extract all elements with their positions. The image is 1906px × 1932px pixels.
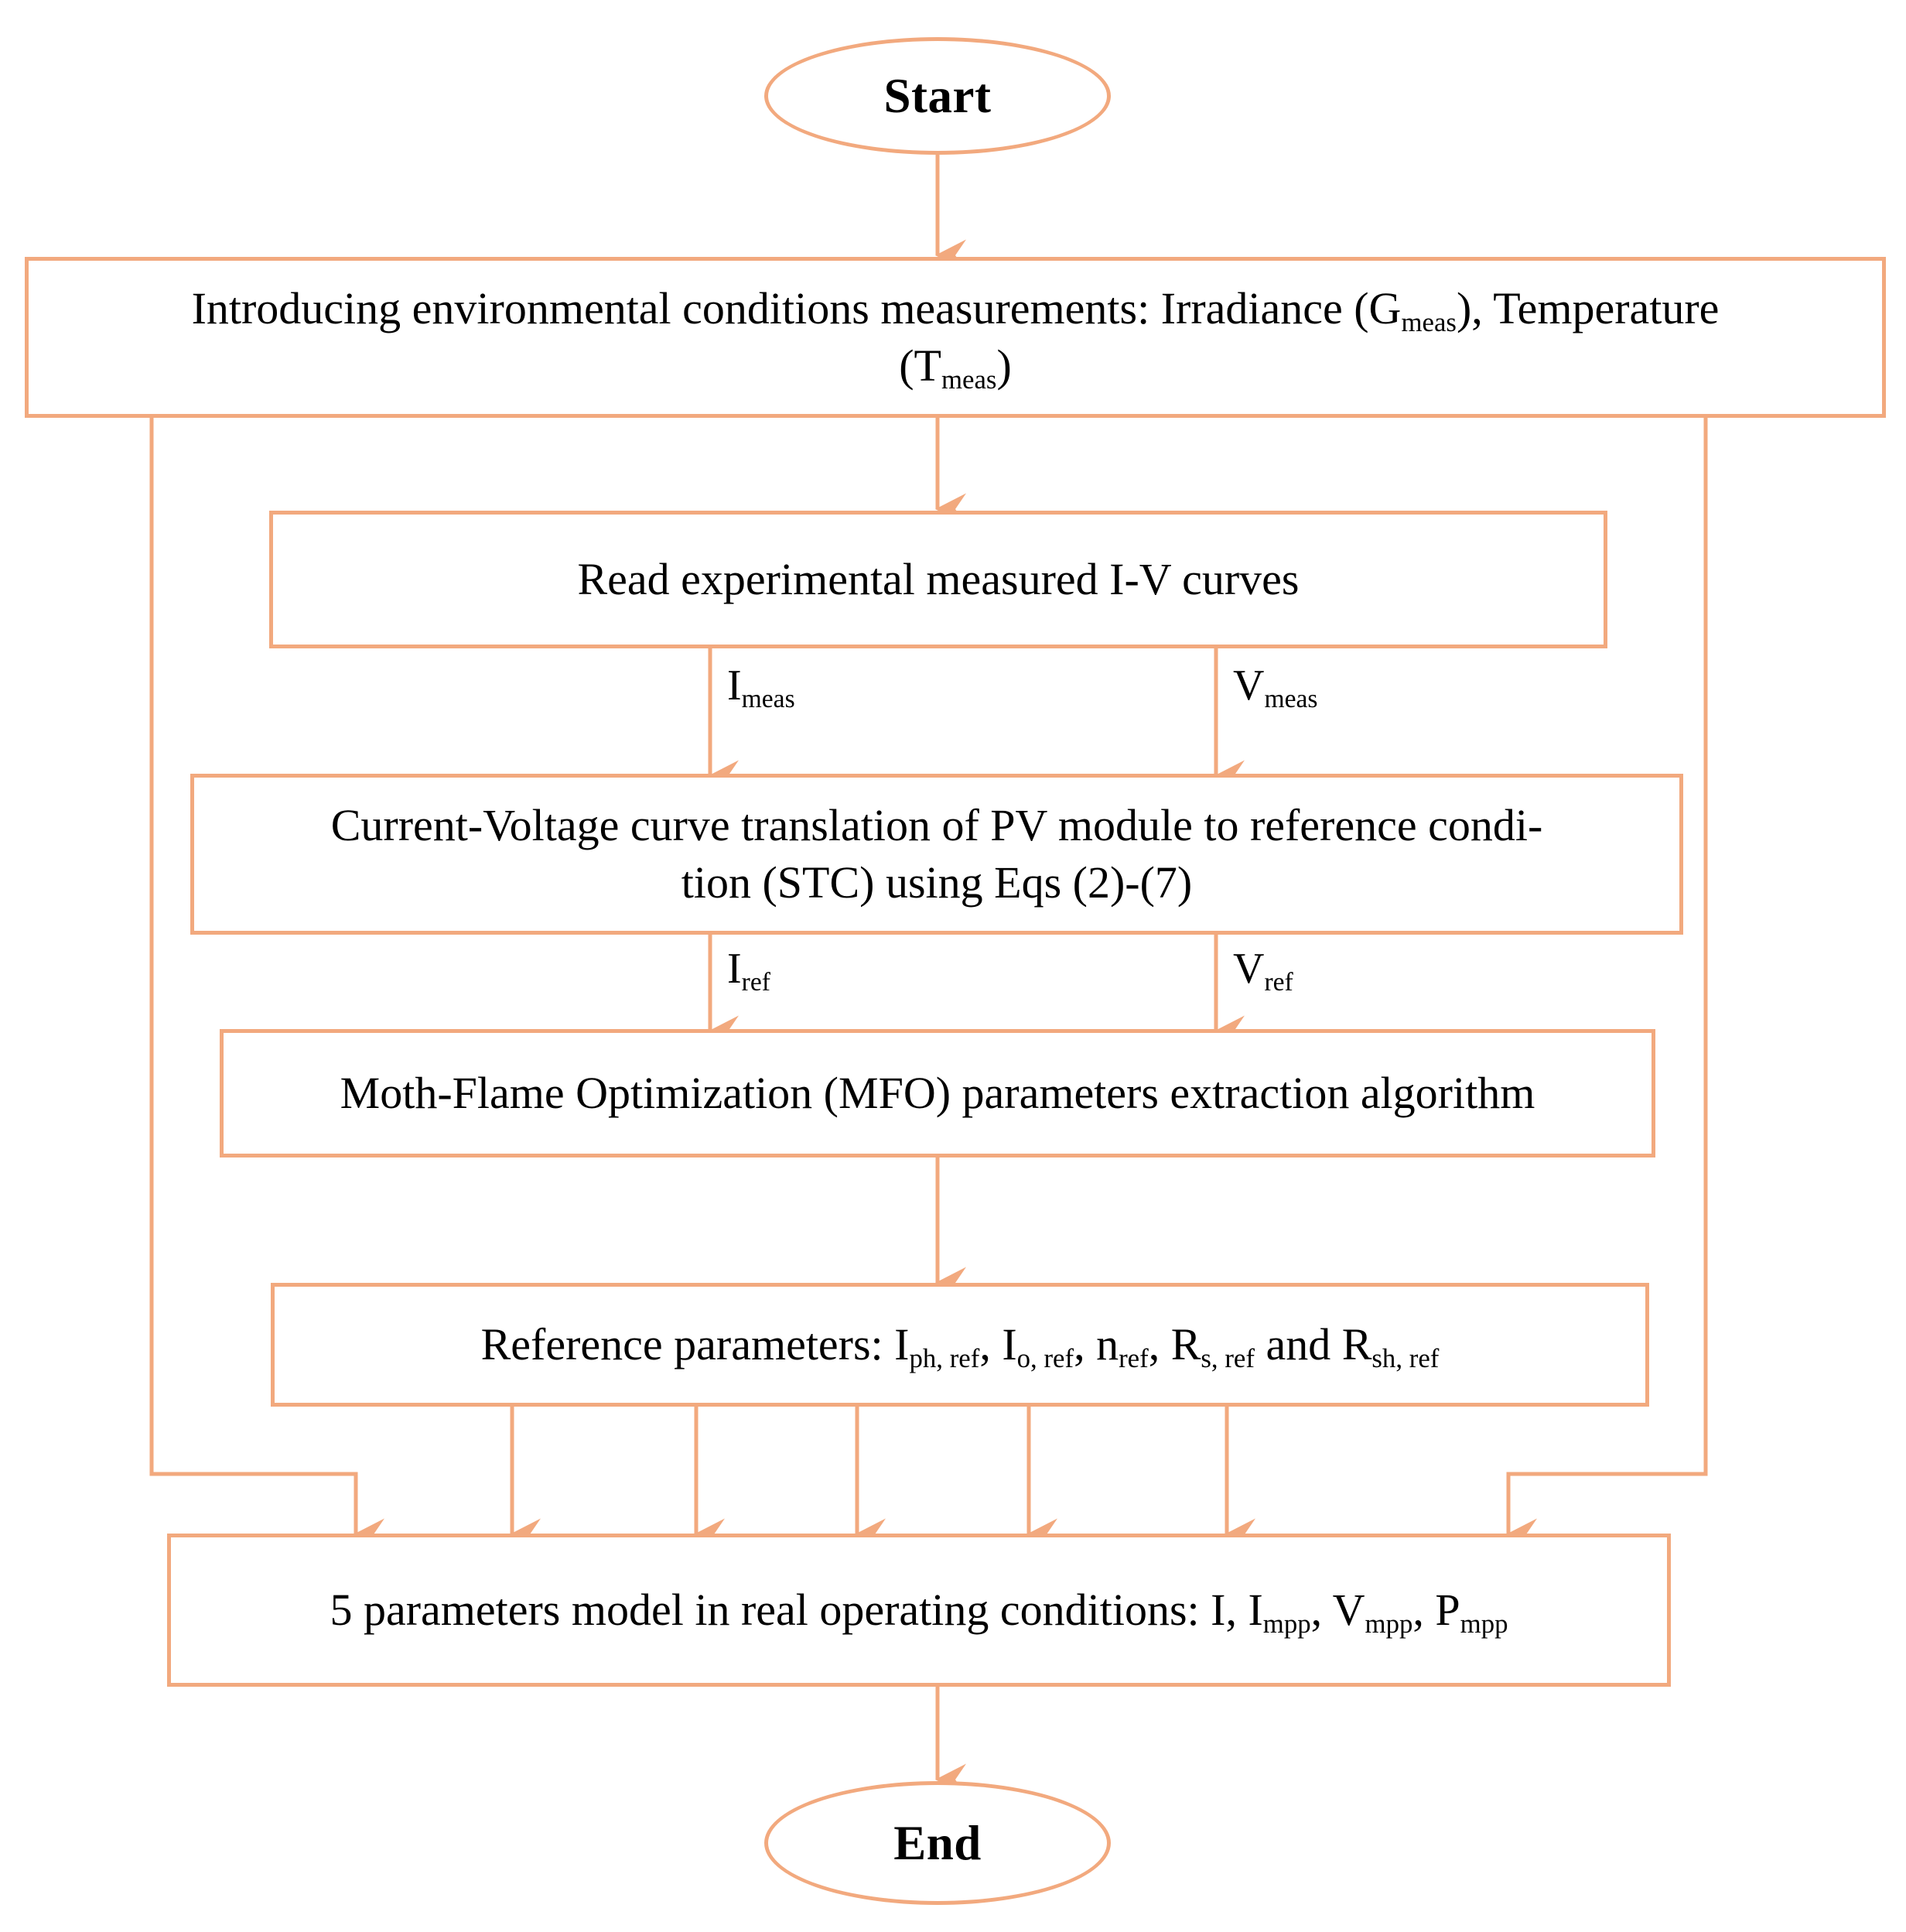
node-curve-translation[interactable]: Current-Voltage curve translation of PV …: [190, 774, 1683, 935]
node-reference-parameters-label: Reference parameters: Iph, ref, Io, ref,…: [461, 1316, 1460, 1373]
edge-label-v-ref: Vref: [1233, 945, 1293, 995]
edge-label-i-meas-base: I: [727, 662, 742, 710]
edge-left-bypass: [149, 416, 384, 1551]
model-mid1: , V: [1310, 1584, 1365, 1635]
refparams-sub5: sh, ref: [1371, 1343, 1440, 1374]
node-read-iv-curves[interactable]: Read experimental measured I-V curves: [269, 511, 1607, 648]
refparams-sub2: o, ref: [1016, 1343, 1074, 1374]
node-end[interactable]: End: [764, 1781, 1111, 1905]
node-five-parameters-model[interactable]: 5 parameters model in real operating con…: [167, 1534, 1671, 1687]
refparams-mid2: , n: [1074, 1318, 1119, 1369]
edge-right-bypass: [1506, 416, 1708, 1551]
edge-label-i-ref: Iref: [727, 945, 770, 995]
node-five-parameters-model-label: 5 parameters model in real operating con…: [309, 1582, 1528, 1639]
node-reference-parameters[interactable]: Reference parameters: Iph, ref, Io, ref,…: [271, 1283, 1649, 1407]
edge-label-i-meas-sub: meas: [741, 685, 795, 714]
node-mfo-algorithm[interactable]: Moth-Flame Optimization (MFO) parameters…: [220, 1029, 1655, 1157]
refparams-sub3: ref: [1119, 1343, 1149, 1374]
edge-label-i-ref-sub: ref: [741, 968, 770, 997]
inputs-line2-sub: meas: [941, 364, 997, 395]
node-curve-translation-label: Current-Voltage curve translation of PV …: [311, 797, 1563, 911]
refparams-prefix: Reference parameters: I: [480, 1318, 910, 1369]
edge-label-v-meas-base: V: [1233, 662, 1265, 710]
edge-label-i-ref-base: I: [727, 945, 742, 993]
refparams-mid1: , I: [979, 1318, 1017, 1369]
node-end-label: End: [893, 1815, 982, 1870]
node-introducing-conditions-label: Introducing environmental conditions mea…: [172, 280, 1740, 395]
edge-label-v-ref-sub: ref: [1264, 968, 1293, 997]
refparams-mid4: and R: [1254, 1318, 1372, 1369]
model-prefix: 5 parameters model in real operating con…: [330, 1584, 1263, 1635]
inputs-line2-post: ): [996, 340, 1012, 391]
edge-label-i-meas: Imeas: [727, 662, 795, 712]
node-mfo-algorithm-label: Moth-Flame Optimization (MFO) parameters…: [340, 1067, 1535, 1118]
model-mid2: , P: [1412, 1584, 1460, 1635]
node-start-label: Start: [883, 68, 992, 123]
refparams-sub4: s, ref: [1201, 1343, 1255, 1374]
inputs-line2-pre: (T: [899, 340, 941, 391]
model-sub3: mpp: [1460, 1609, 1508, 1640]
model-sub2: mpp: [1365, 1609, 1413, 1640]
node-read-iv-curves-label: Read experimental measured I-V curves: [577, 553, 1300, 604]
model-sub1: mpp: [1262, 1609, 1311, 1640]
inputs-line1-pre: Introducing environmental conditions mea…: [191, 282, 1402, 333]
edge-label-v-ref-base: V: [1233, 945, 1265, 993]
node-start[interactable]: Start: [764, 37, 1111, 155]
edge-label-v-meas-sub: meas: [1264, 685, 1318, 714]
translation-line2: tion (STC) using Eqs (2)-(7): [681, 857, 1193, 908]
node-introducing-conditions[interactable]: Introducing environmental conditions mea…: [25, 257, 1886, 418]
inputs-line1-sub: meas: [1401, 307, 1457, 338]
refparams-sub1: ph, ref: [909, 1343, 980, 1374]
translation-line1: Current-Voltage curve translation of PV …: [330, 799, 1543, 850]
refparams-mid3: , R: [1148, 1318, 1201, 1369]
edge-label-v-meas: Vmeas: [1233, 662, 1317, 712]
inputs-line1-post: ), Temperature: [1456, 282, 1720, 333]
